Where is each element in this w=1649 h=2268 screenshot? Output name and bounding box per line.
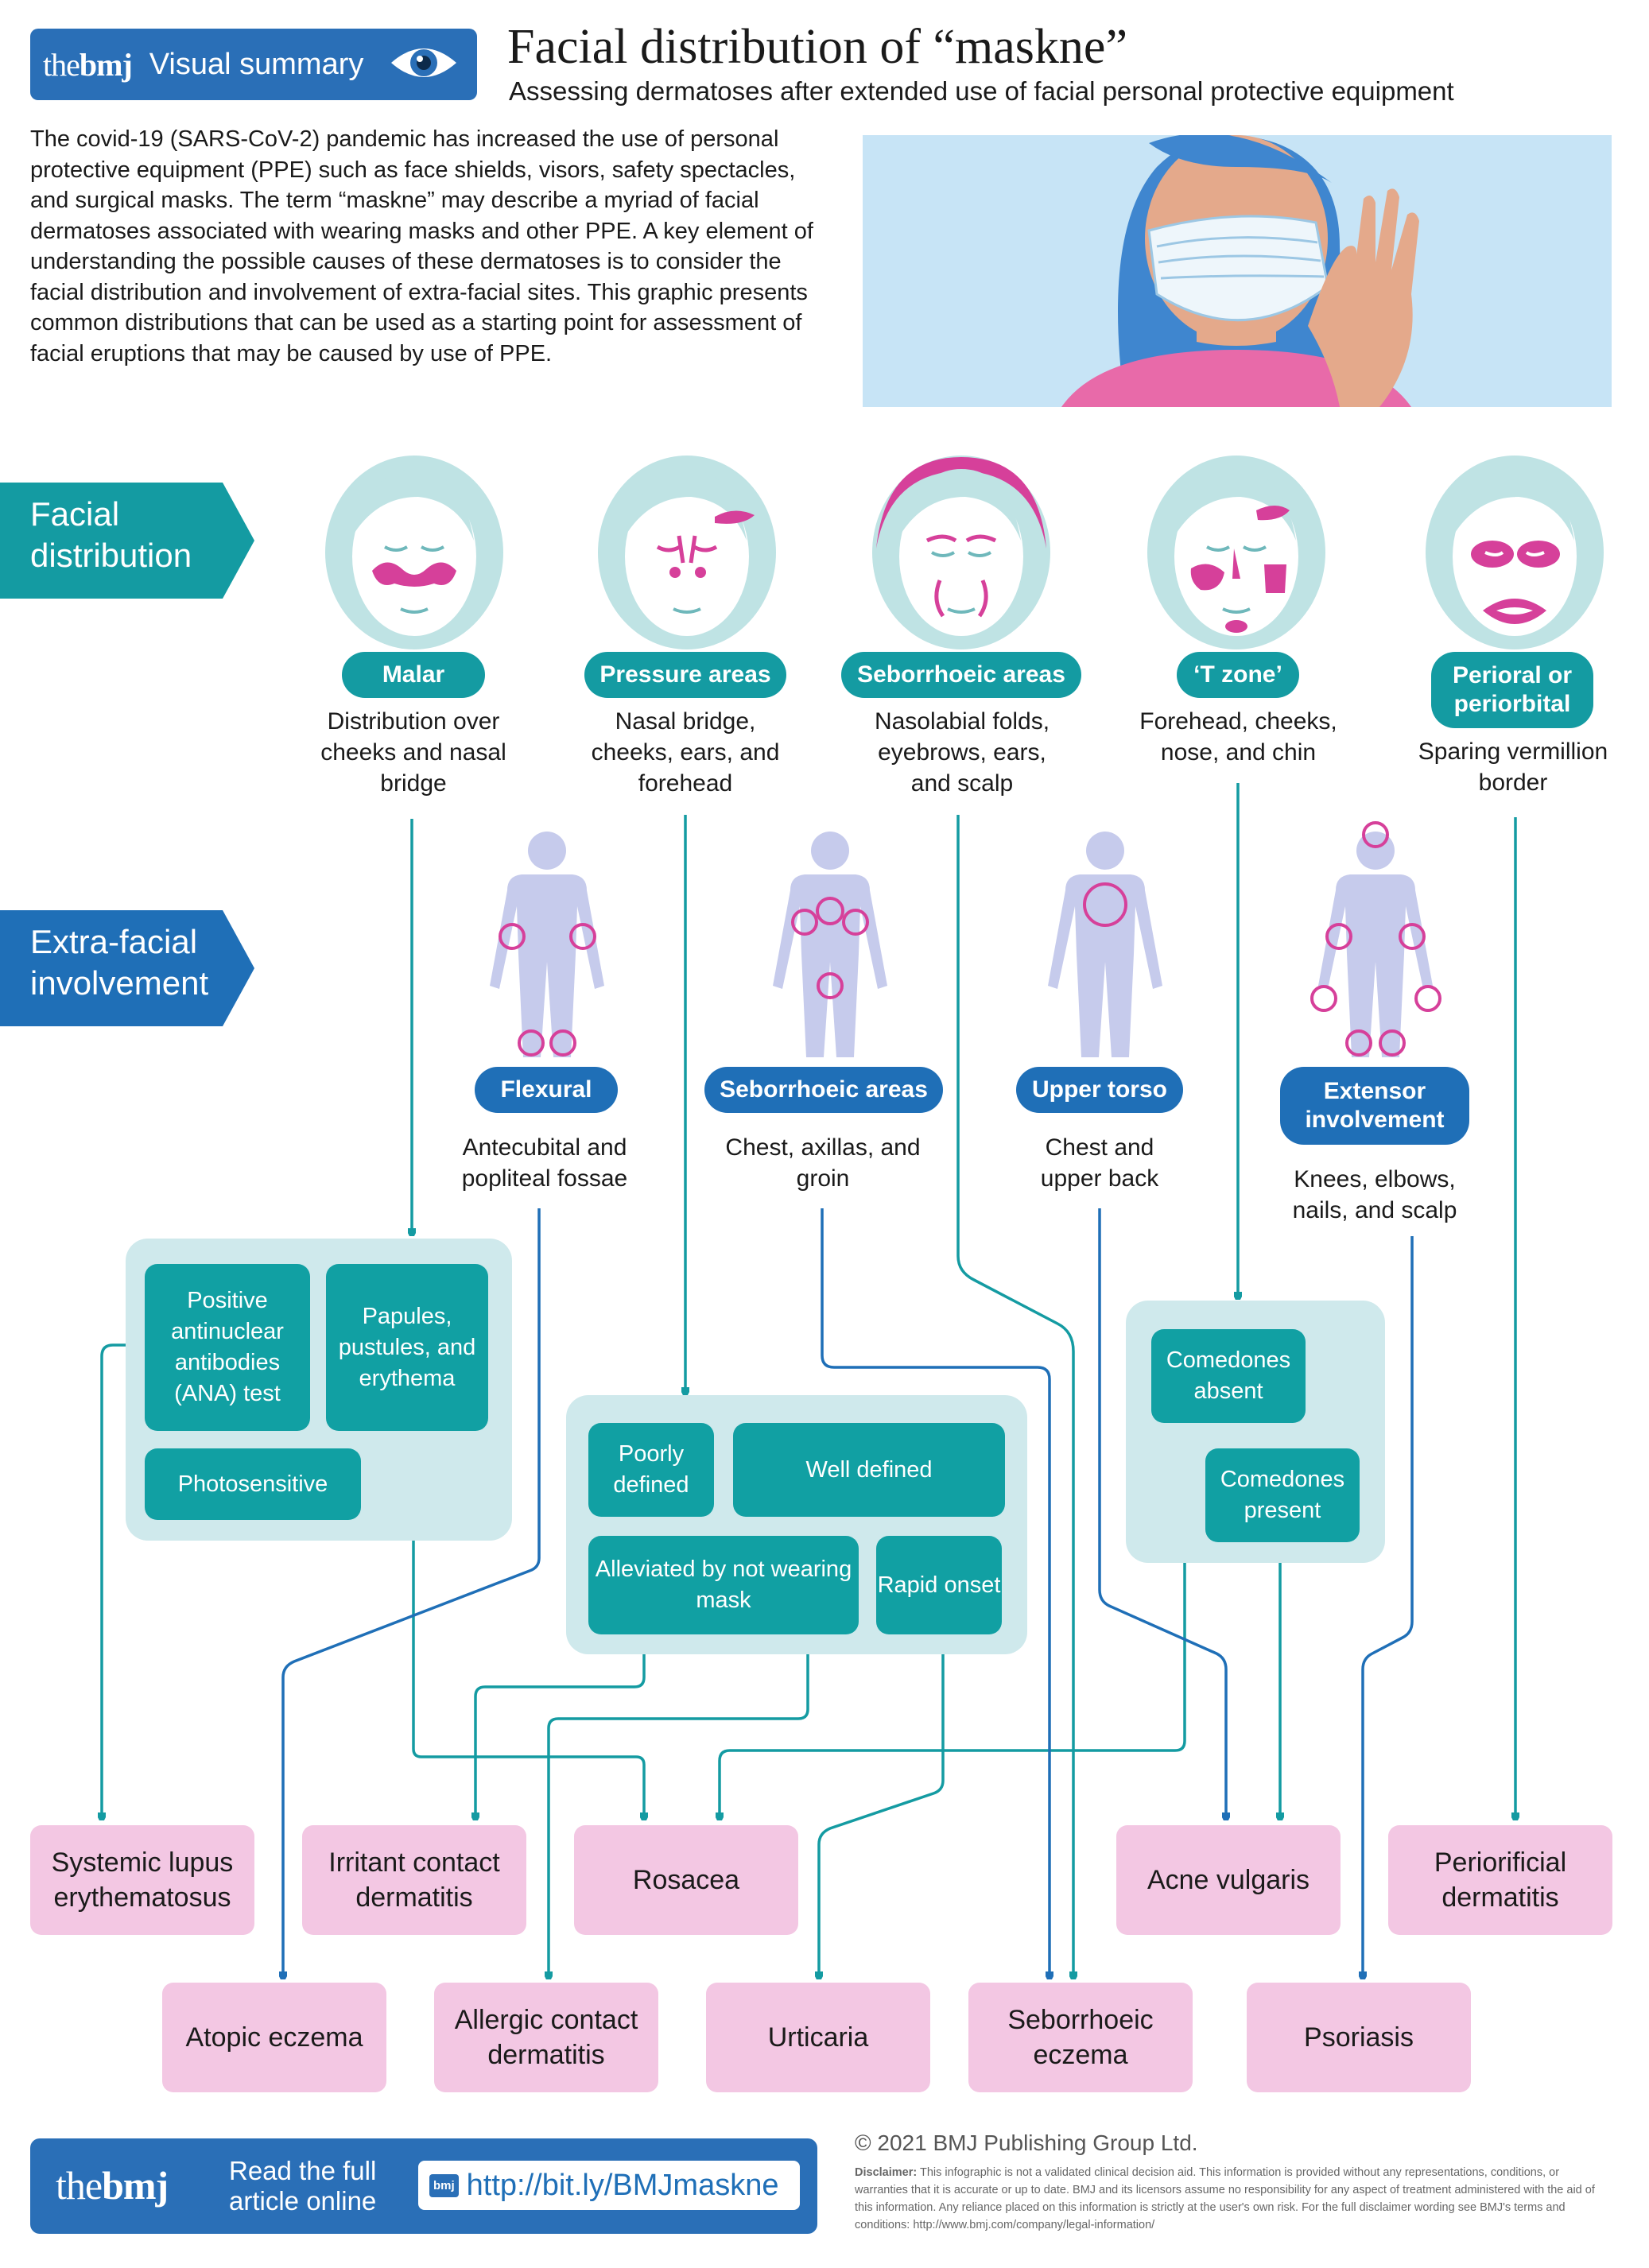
diagnosis-sle: Systemic lupus erythematosus bbox=[30, 1825, 254, 1935]
connector-extensor-psoriasis bbox=[1363, 1236, 1414, 1975]
face-tzone-illustration bbox=[1145, 453, 1328, 656]
pattern-perioral-description: Sparing vermillion border bbox=[1418, 739, 1608, 796]
connector-comedones-absent-rosacea bbox=[720, 1423, 1186, 1816]
extra-flexural-pill: Flexural bbox=[475, 1067, 618, 1113]
feature-photosensitive: Photosensitive bbox=[145, 1448, 361, 1520]
visual-summary-badge: thebmj Visual summary bbox=[30, 29, 477, 100]
diagnosis-irritant-contact-dermatitis: Irritant contact dermatitis bbox=[302, 1825, 526, 1935]
hero-illustration bbox=[863, 135, 1612, 407]
page-subtitle: Assessing dermatoses after extended use … bbox=[509, 76, 1454, 106]
extra-extensor-pill: Extensor involvement bbox=[1280, 1067, 1469, 1145]
diagnosis-atopic-eczema: Atopic eczema bbox=[162, 1983, 386, 2092]
feature-well-defined: Well defined bbox=[733, 1423, 1005, 1517]
connector-poorly-icd bbox=[475, 1634, 646, 1816]
pattern-seborrhoeic-areas-pill: Seborrhoeic areas bbox=[841, 652, 1081, 698]
copyright-notice: © 2021 BMJ Publishing Group Ltd. bbox=[855, 2130, 1198, 2155]
pattern-pressure-areas-pill: Pressure areas bbox=[584, 652, 786, 698]
diagnosis-psoriasis: Psoriasis bbox=[1247, 1983, 1471, 2092]
pattern-tzone-description: Forehead, cheeks, nose, and chin bbox=[1139, 708, 1337, 766]
diagnosis-allergic-contact-dermatitis: Allergic contact dermatitis bbox=[434, 1983, 658, 2092]
extra-seborrhoeic-areas-pill: Seborrhoeic areas bbox=[704, 1067, 943, 1113]
face-malar-illustration bbox=[323, 453, 506, 656]
feature-comedones-present: Comedones present bbox=[1205, 1448, 1360, 1542]
extra-extensor-description: Knees, elbows, nails, and scalp bbox=[1292, 1166, 1457, 1223]
facial-distribution-section-tag: Facial distribution bbox=[0, 483, 254, 599]
intro-paragraph: The covid-19 (SARS-CoV-2) pandemic has i… bbox=[30, 126, 813, 366]
extra-upper-torso-description: Chest and upper back bbox=[1040, 1134, 1159, 1192]
pattern-tzone-pill: ‘T zone’ bbox=[1177, 652, 1299, 698]
diagnosis-seborrhoeic-eczema: Seborrhoeic eczema bbox=[968, 1983, 1193, 2092]
body-upper-torso-illustration bbox=[1026, 827, 1185, 1069]
face-seborrhoeic-illustration bbox=[870, 453, 1053, 656]
connector-flexural-atopic bbox=[283, 1208, 541, 1975]
diagnosis-acne-vulgaris: Acne vulgaris bbox=[1116, 1825, 1341, 1935]
footer-bmj-logo: thebmj bbox=[56, 2163, 169, 2208]
feature-alleviated-no-mask: Alleviated by not wearing mask bbox=[588, 1536, 859, 1634]
article-url[interactable]: http://bit.ly/BMJmaskne bbox=[466, 2168, 779, 2202]
feature-ana-test: Positive antinuclear antibodies (ANA) te… bbox=[145, 1264, 310, 1431]
face-perioral-illustration bbox=[1423, 453, 1606, 656]
connector-ana-sle bbox=[102, 1343, 143, 1816]
pattern-seborrhoeic-description: Nasolabial folds, eyebrows, ears, and sc… bbox=[874, 708, 1050, 797]
extra-seborrhoeic-description: Chest, axillas, and groin bbox=[725, 1134, 921, 1192]
feature-poorly-defined: Poorly defined bbox=[588, 1423, 714, 1517]
face-pressure-illustration bbox=[596, 453, 778, 656]
pattern-malar-description: Distribution over cheeks and nasal bridg… bbox=[320, 708, 506, 797]
diagnosis-periorificial-dermatitis: Periorificial dermatitis bbox=[1388, 1825, 1612, 1935]
article-link[interactable]: bmj http://bit.ly/BMJmaskne bbox=[418, 2161, 800, 2210]
connector-alleviated-acd bbox=[549, 1634, 809, 1975]
extra-facial-section-tag: Extra-facial involvement bbox=[0, 910, 254, 1026]
diagnosis-urticaria: Urticaria bbox=[706, 1983, 930, 2092]
pattern-pressure-description: Nasal bridge, cheeks, ears, and forehead bbox=[591, 708, 780, 797]
connector-seborrhoeic-face bbox=[956, 815, 1073, 1975]
extra-upper-torso-pill: Upper torso bbox=[1016, 1067, 1183, 1113]
bmj-mini-icon: bmj bbox=[429, 2173, 459, 2197]
connector-rapid-urticaria bbox=[819, 1634, 945, 1975]
footer-banner: thebmj Read the full article online bmj … bbox=[30, 2138, 817, 2234]
diagnosis-rosacea: Rosacea bbox=[574, 1825, 798, 1935]
eye-icon bbox=[388, 41, 460, 89]
feature-rapid-onset: Rapid onset bbox=[876, 1536, 1002, 1634]
body-extensor-illustration bbox=[1296, 819, 1455, 1069]
read-full-article-label: Read the full article online bbox=[229, 2156, 377, 2216]
body-flexural-illustration bbox=[468, 827, 627, 1069]
connector-upper-torso-acne bbox=[1098, 1208, 1226, 1816]
disclaimer-text: Disclaimer: This infographic is not a va… bbox=[855, 2166, 1595, 2231]
feature-papules-pustules: Papules, pustules, and erythema bbox=[326, 1264, 488, 1431]
body-seborrhoeic-illustration bbox=[751, 827, 910, 1069]
connector-seb-areas-seb-eczema bbox=[821, 1208, 1050, 1975]
page-title: Facial distribution of “maskne” bbox=[507, 20, 1127, 74]
visual-summary-label: Visual summary bbox=[149, 47, 364, 81]
extra-flexural-description: Antecubital and popliteal fossae bbox=[461, 1134, 628, 1192]
connector-papules-rosacea bbox=[412, 1427, 644, 1816]
feature-comedones-absent: Comedones absent bbox=[1151, 1329, 1306, 1423]
pattern-perioral-pill: Perioral or periorbital bbox=[1431, 652, 1593, 728]
pattern-malar-pill: Malar bbox=[342, 652, 485, 698]
bmj-logo: thebmj bbox=[43, 46, 133, 83]
